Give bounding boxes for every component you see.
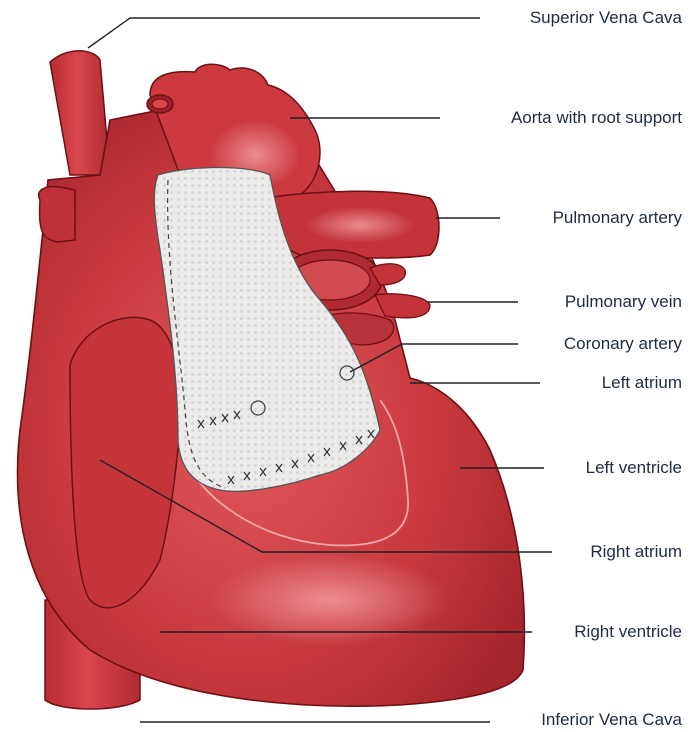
label-coronary-artery: Coronary artery [564, 334, 682, 354]
label-superior-vena-cava: Superior Vena Cava [530, 8, 682, 28]
label-pulmonary-artery: Pulmonary artery [553, 208, 682, 228]
label-left-atrium: Left atrium [602, 373, 682, 393]
label-right-ventricle: Right ventricle [574, 622, 682, 642]
label-inferior-vena-cava: Inferior Vena Cava [541, 710, 682, 730]
label-aorta: Aorta with root support [511, 108, 682, 128]
superior-vena-cava [50, 51, 110, 175]
left-vessel-stub [39, 187, 75, 242]
label-pulmonary-vein: Pulmonary vein [565, 292, 682, 312]
label-left-ventricle: Left ventricle [586, 458, 682, 478]
label-right-atrium: Right atrium [590, 542, 682, 562]
